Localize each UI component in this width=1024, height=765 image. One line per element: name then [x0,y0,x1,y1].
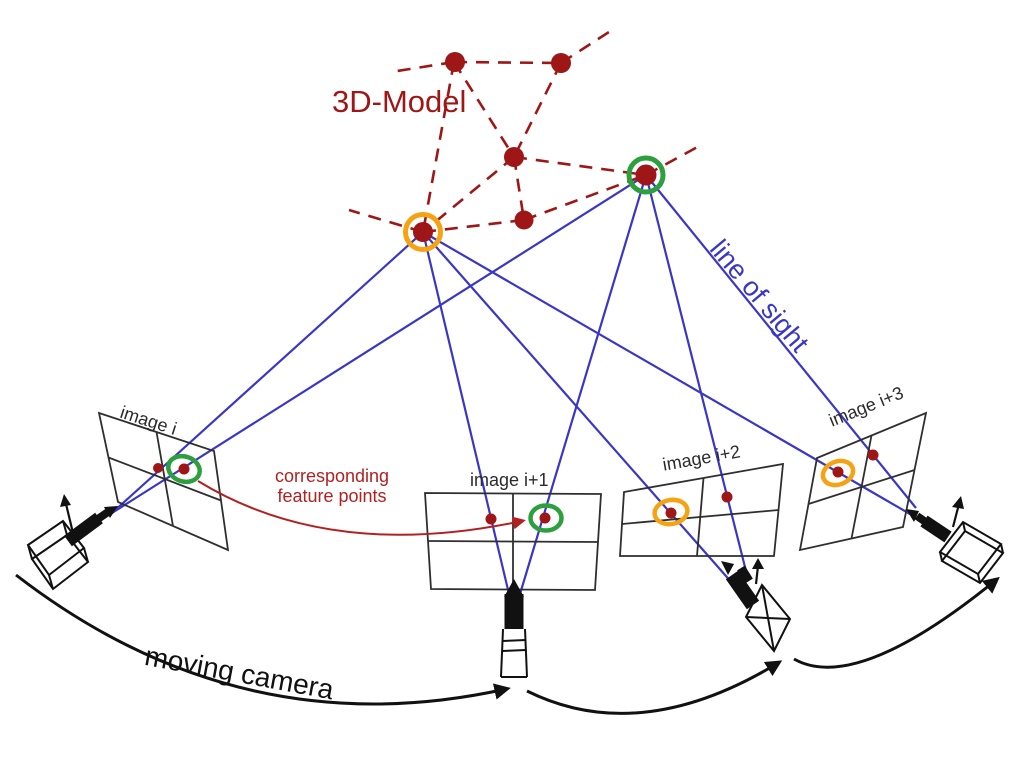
correspondence-label: corresponding feature points [252,466,412,506]
correspondence-label-line2: feature points [277,486,387,507]
feature-points [153,449,879,525]
camera-icon [500,579,528,678]
image-i1-label: image i+1 [470,470,549,490]
model-label: 3D-Model [332,84,467,119]
correspondence-arrow-icon [197,480,526,536]
image-plane-i [97,411,230,552]
correspondence-label-line1: corresponding [274,466,390,486]
highlight-circles-orange [403,212,856,527]
camera-icon [906,496,1005,585]
highlight-circles-green [166,155,666,533]
camera-icon [26,494,118,591]
model-points [413,52,657,242]
line-of-sight-rays [111,174,917,595]
image-plane-i2 [619,462,785,557]
model-mesh-edges [348,28,704,234]
camera-icon [721,558,792,653]
image-plane-i1 [424,492,602,591]
motion-arrow-icon [15,573,1000,715]
image-plane-i3 [798,411,928,552]
